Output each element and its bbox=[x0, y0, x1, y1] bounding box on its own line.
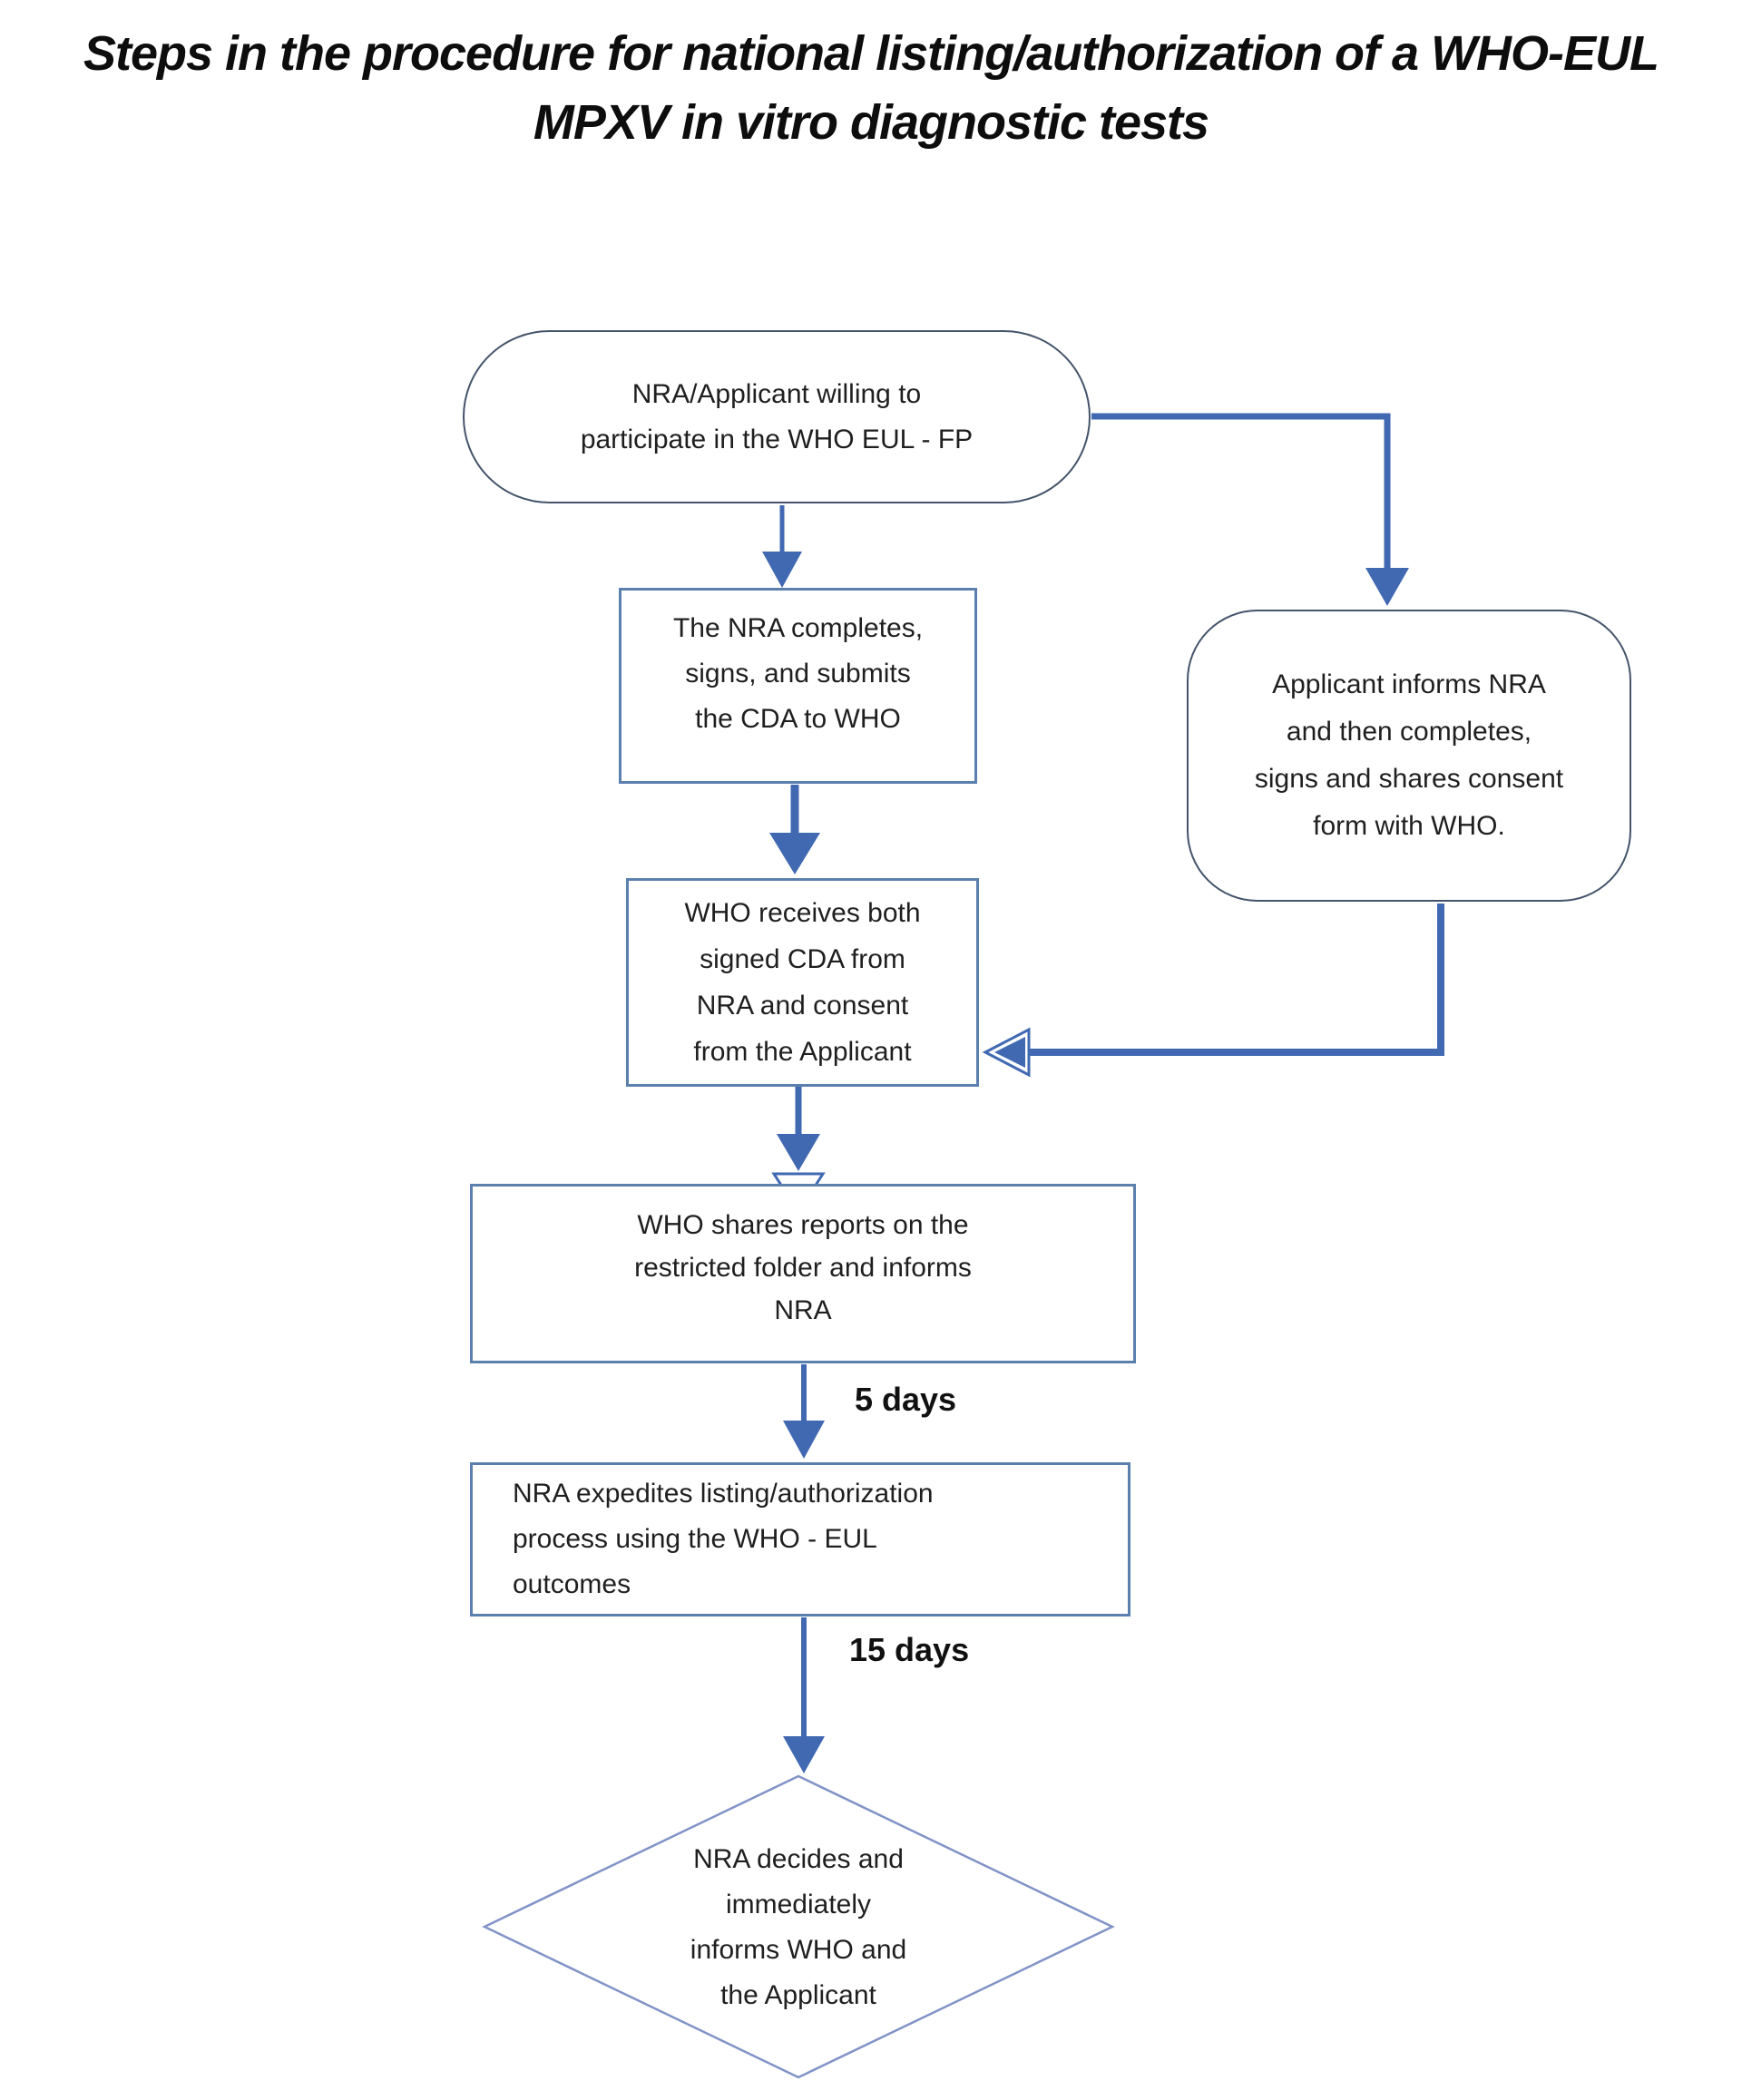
node-applicant-informs-nra: Applicant informs NRA and then completes… bbox=[1187, 610, 1631, 902]
node-nra-decides-diamond bbox=[482, 1774, 1115, 2079]
node-nra-expedites-listing-label: NRA expedites listing/authorization proc… bbox=[513, 1479, 934, 1599]
arrowhead-applicant-consent-to-who-receives bbox=[994, 1037, 1025, 1068]
arrowhead-start-to-nra-cda bbox=[762, 552, 802, 588]
duration-label-15-days: 15 days bbox=[849, 1631, 970, 1668]
node-nra-completes-cda: The NRA completes, signs, and submits th… bbox=[619, 588, 977, 784]
node-nra-decides: NRA decides and immediately informs WHO … bbox=[594, 1832, 1003, 2023]
connector-applicant-consent-to-who-receives bbox=[1025, 903, 1444, 1056]
duration-label-5-days: 5 days bbox=[855, 1381, 957, 1418]
node-nra-completes-cda-label: The NRA completes, signs, and submits th… bbox=[672, 613, 924, 734]
arrowhead-who-shares-to-nra-expedites bbox=[783, 1421, 825, 1459]
node-applicant-informs-nra-label: Applicant informs NRA and then completes… bbox=[1254, 669, 1564, 841]
arrowhead-start-to-applicant-consent bbox=[1365, 568, 1409, 606]
node-nra-expedites-listing: NRA expedites listing/authorization proc… bbox=[470, 1462, 1130, 1617]
node-who-receives-cda-consent-label: WHO receives both signed CDA from NRA an… bbox=[684, 898, 921, 1067]
arrowhead-who-receives-to-who-shares bbox=[777, 1134, 820, 1171]
node-who-receives-cda-consent: WHO receives both signed CDA from NRA an… bbox=[626, 878, 979, 1087]
node-start-terminator: NRA/Applicant willing to participate in … bbox=[463, 330, 1091, 503]
node-start-label: NRA/Applicant willing to participate in … bbox=[580, 378, 974, 454]
connector-start-to-applicant-consent bbox=[1091, 413, 1391, 570]
diagram-title-line1: Steps in the procedure for national list… bbox=[83, 26, 1659, 81]
arrowhead-nra-cda-to-who-receives bbox=[769, 833, 820, 874]
arrowhead-nra-expedites-to-nra-decides bbox=[783, 1736, 825, 1773]
node-who-shares-reports: WHO shares reports on the restricted fol… bbox=[470, 1184, 1136, 1363]
node-nra-decides-label: NRA decides and immediately informs WHO … bbox=[690, 1844, 907, 2010]
diagram-title-line2: MPXV in vitro diagnostic tests bbox=[533, 95, 1209, 150]
node-who-shares-reports-label: WHO shares reports on the restricted fol… bbox=[634, 1209, 972, 1325]
